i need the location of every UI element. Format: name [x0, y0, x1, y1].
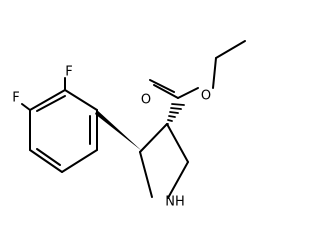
ring-bond	[29, 89, 66, 111]
ring-nitrogen-label: NH	[165, 195, 185, 210]
fluorine-top-label: F	[65, 65, 72, 80]
fluorine-left-label: F	[12, 91, 19, 106]
carbonyl-double-bond	[149, 79, 175, 93]
carbonyl-oxygen-label: O	[141, 93, 151, 108]
carbonyl-bond	[153, 84, 179, 99]
pyrrolidine-ring: NH	[95, 103, 189, 210]
fluorine-substituents: F F	[12, 65, 73, 111]
ethyl-ester-group: O O	[141, 40, 246, 108]
ring-bond	[29, 149, 63, 173]
ester-oxygen-label: O	[201, 89, 211, 104]
aromatic-inner-bond	[36, 148, 61, 166]
ring-bond	[64, 89, 98, 111]
ring-bond	[139, 151, 153, 198]
wedge-bond	[95, 110, 142, 151]
aromatic-inner-bond	[36, 95, 66, 112]
c-f-bond-left	[21, 103, 31, 111]
ring-bond	[166, 123, 189, 163]
ester-single-bond	[177, 87, 199, 99]
molecule-diagram: F F NH O O	[12, 40, 246, 210]
ethyl-bond	[215, 40, 246, 59]
difluorophenyl-ring	[29, 89, 98, 173]
hashed-wedge-bond	[166, 103, 185, 125]
ring-bond	[61, 149, 98, 173]
ring-bond	[139, 123, 168, 153]
ring-bond	[167, 161, 189, 199]
o-ethyl-bond	[212, 57, 217, 89]
